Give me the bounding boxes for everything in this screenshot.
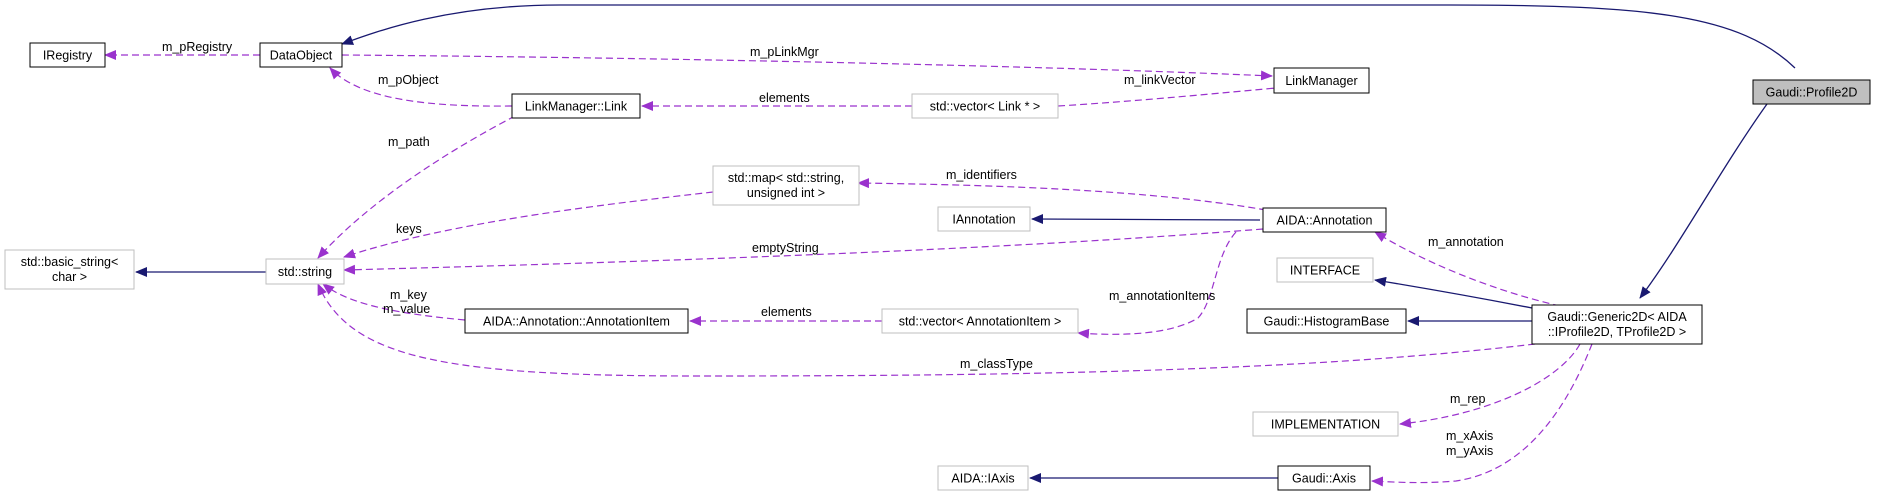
edge-label-m-linkvector: m_linkVector: [1124, 73, 1196, 87]
node-gaudi-profile2d[interactable]: Gaudi::Profile2D: [1752, 79, 1871, 105]
node-gaudi-axis[interactable]: Gaudi::Axis: [1277, 465, 1371, 491]
edge-label-m-xaxis: m_xAxis: [1446, 429, 1493, 443]
node-label-dataobject: DataObject: [270, 49, 333, 63]
node-label-interface: INTERFACE: [1290, 264, 1360, 278]
node-linkmanager[interactable]: LinkManager: [1273, 67, 1370, 94]
edge-label-elements-link: elements: [759, 91, 810, 105]
node-histogram-base[interactable]: Gaudi::HistogramBase: [1246, 308, 1407, 334]
edge-profile2d-to-generic2d: [1639, 103, 1768, 299]
edge-map-to-annotation: [857, 178, 1267, 211]
node-gaudi-generic2d[interactable]: Gaudi::Generic2D< AIDA ::IProfile2D, TPr…: [1531, 304, 1703, 345]
node-iregistry[interactable]: IRegistry: [29, 42, 106, 68]
node-annotation-item[interactable]: AIDA::Annotation::AnnotationItem: [464, 308, 689, 334]
edge-label-m-value: m_value: [383, 302, 430, 316]
node-vector-link[interactable]: std::vector< Link * >: [911, 93, 1059, 119]
node-label-aida-annotation: AIDA::Annotation: [1277, 214, 1373, 228]
edge-string-to-map-keys: [343, 191, 714, 259]
node-label-linkmanager: LinkManager: [1285, 74, 1357, 88]
edge-label-m-key: m_key: [390, 288, 428, 302]
edge-label-elements-item: elements: [761, 305, 812, 319]
node-label-gaudi-profile2d: Gaudi::Profile2D: [1766, 86, 1858, 100]
edge-annotation-to-iannotation: [1031, 214, 1261, 225]
edge-label-emptystring: emptyString: [752, 241, 819, 255]
node-basic-string[interactable]: std::basic_string< char >: [4, 249, 135, 290]
edge-string-to-annotation-emptystring: [343, 228, 1264, 275]
node-label-vector-link: std::vector< Link * >: [930, 100, 1040, 114]
edge-vector-link-to-linkmanager: [1057, 83, 1288, 107]
edge-label-m-annotation: m_annotation: [1428, 235, 1504, 249]
edge-label-m-yaxis: m_yAxis: [1446, 444, 1493, 458]
node-label-annotation-item: AIDA::Annotation::AnnotationItem: [483, 315, 670, 329]
edge-label-keys: keys: [396, 222, 422, 236]
node-label-iregistry: IRegistry: [43, 49, 93, 63]
node-label-gaudi-axis: Gaudi::Axis: [1292, 472, 1356, 486]
edge-linkmanager-to-dataobject: [341, 54, 1273, 81]
node-std-string[interactable]: std::string: [265, 258, 345, 285]
node-linkmanager-link[interactable]: LinkManager::Link: [511, 93, 641, 119]
edge-generic2d-to-implementation: [1399, 343, 1581, 428]
edge-string-to-link-path: [317, 115, 516, 259]
edge-profile2d-to-dataobject: [341, 4, 1796, 69]
node-label-iannotation: IAnnotation: [952, 213, 1015, 227]
node-aida-iaxis[interactable]: AIDA::IAxis: [937, 465, 1029, 491]
node-dataobject[interactable]: DataObject: [259, 42, 343, 68]
node-implementation[interactable]: IMPLEMENTATION: [1252, 411, 1399, 437]
node-label-std-map-line1: std::map< std::string,: [728, 171, 844, 185]
edge-label-m-pobject: m_pObject: [378, 73, 439, 87]
node-interface[interactable]: INTERFACE: [1276, 257, 1374, 283]
edge-annotation-to-vector-item: [1077, 231, 1237, 339]
node-std-map[interactable]: std::map< std::string, unsigned int >: [712, 165, 860, 206]
node-aida-annotation[interactable]: AIDA::Annotation: [1262, 207, 1387, 233]
edge-label-m-annotationitems: m_annotationItems: [1109, 289, 1215, 303]
node-label-generic2d-line1: Gaudi::Generic2D< AIDA: [1547, 310, 1687, 324]
node-iannotation[interactable]: IAnnotation: [937, 206, 1031, 232]
node-label-std-map-line2: unsigned int >: [747, 186, 825, 200]
edge-generic2d-to-axis: [1371, 343, 1593, 487]
node-label-generic2d-line2: ::IProfile2D, TProfile2D >: [1548, 325, 1686, 339]
node-label-vector-annotation-item: std::vector< AnnotationItem >: [899, 315, 1062, 329]
node-label-linkmanager-link: LinkManager::Link: [525, 100, 628, 114]
edge-generic2d-to-interface: [1374, 276, 1533, 309]
node-label-histogram-base: Gaudi::HistogramBase: [1264, 315, 1390, 329]
node-label-aida-iaxis: AIDA::IAxis: [951, 472, 1014, 486]
edge-string-to-annotationitem: [322, 283, 466, 321]
node-label-basic-string-line2: char >: [52, 270, 87, 284]
edge-generic2d-to-annotation: [1374, 231, 1561, 307]
node-vector-annotation-item[interactable]: std::vector< AnnotationItem >: [881, 308, 1079, 334]
edge-label-m-path: m_path: [388, 135, 430, 149]
edge-label-m-rep: m_rep: [1450, 392, 1485, 406]
edge-string-to-generic2d-classtype: [317, 283, 1536, 377]
node-label-basic-string-line1: std::basic_string<: [21, 255, 119, 269]
edge-label-m-pregistry: m_pRegistry: [162, 40, 233, 54]
node-label-implementation: IMPLEMENTATION: [1271, 418, 1380, 432]
node-label-std-string: std::string: [278, 265, 332, 279]
edge-label-m-classtype: m_classType: [960, 357, 1033, 371]
edge-dataobject-to-link: [329, 67, 513, 107]
edge-label-m-plinkmgr: m_pLinkMgr: [750, 45, 819, 59]
edge-label-m-identifiers: m_identifiers: [946, 168, 1017, 182]
